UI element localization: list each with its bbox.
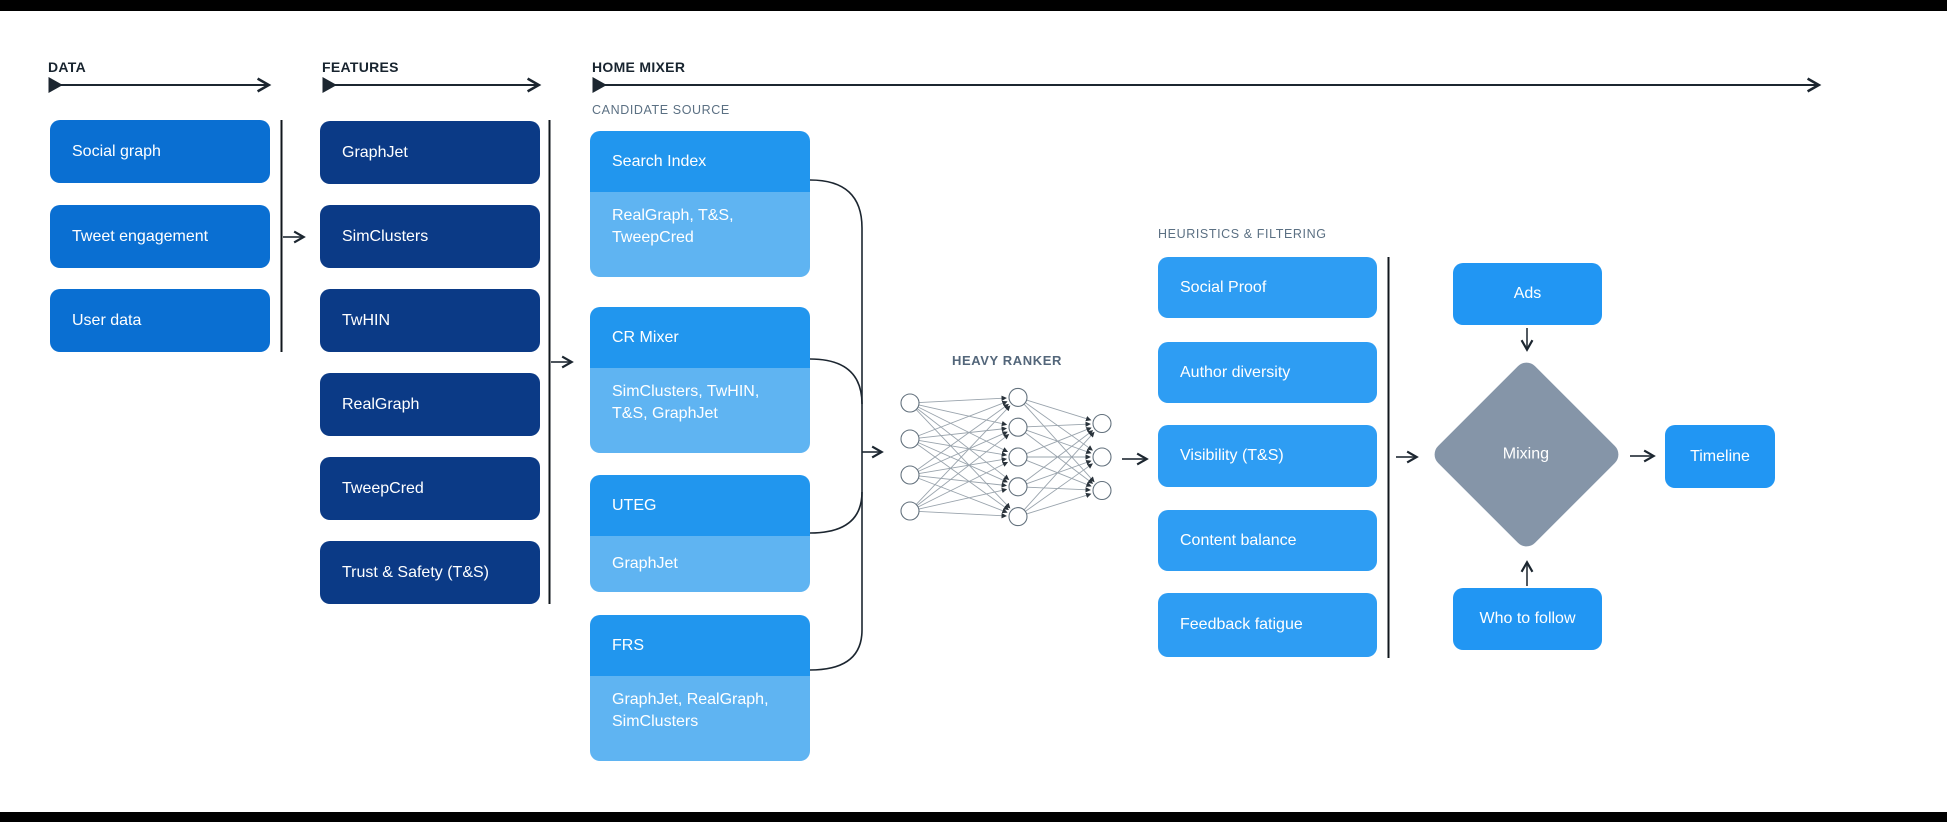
candidate-label: UTEG bbox=[590, 475, 810, 536]
node-graphjet: GraphJet bbox=[320, 121, 540, 184]
node-tweet-engagement: Tweet engagement bbox=[50, 205, 270, 268]
node-social-proof: Social Proof bbox=[1158, 257, 1377, 318]
node-tweepcred: TweepCred bbox=[320, 457, 540, 520]
node-search-index: Search Index RealGraph, T&S, TweepCred bbox=[590, 131, 810, 277]
section-title-home-mixer: HOME MIXER bbox=[592, 59, 686, 75]
node-who-to-follow: Who to follow bbox=[1453, 588, 1602, 650]
node-cr-mixer: CR Mixer SimClusters, TwHIN, T&S, GraphJ… bbox=[590, 307, 810, 453]
node-social-graph: Social graph bbox=[50, 120, 270, 183]
heavy-ranker-network bbox=[900, 387, 1112, 527]
section-title-data: DATA bbox=[48, 59, 87, 75]
candidate-sources: SimClusters, TwHIN, T&S, GraphJet bbox=[590, 368, 810, 453]
node-user-data: User data bbox=[50, 289, 270, 352]
node-frs: FRS GraphJet, RealGraph, SimClusters bbox=[590, 615, 810, 761]
node-realgraph: RealGraph bbox=[320, 373, 540, 436]
candidate-label: FRS bbox=[590, 615, 810, 676]
node-mixing: Mixing bbox=[1429, 357, 1624, 552]
mixing-label: Mixing bbox=[1503, 445, 1550, 463]
node-simclusters: SimClusters bbox=[320, 205, 540, 268]
candidate-sources: RealGraph, T&S, TweepCred bbox=[590, 192, 810, 277]
bottom-black-bar bbox=[0, 812, 1947, 822]
label-candidate-source: CANDIDATE SOURCE bbox=[592, 103, 730, 117]
node-twhin: TwHIN bbox=[320, 289, 540, 352]
candidate-sources: GraphJet bbox=[590, 536, 810, 592]
candidate-sources: GraphJet, RealGraph, SimClusters bbox=[590, 676, 810, 761]
top-black-bar bbox=[0, 0, 1947, 11]
candidate-label: CR Mixer bbox=[590, 307, 810, 368]
node-author-diversity: Author diversity bbox=[1158, 342, 1377, 403]
node-visibility: Visibility (T&S) bbox=[1158, 425, 1377, 487]
node-content-balance: Content balance bbox=[1158, 510, 1377, 571]
label-heuristics-filtering: HEURISTICS & FILTERING bbox=[1158, 227, 1327, 241]
section-title-features: FEATURES bbox=[322, 59, 399, 75]
node-trust-safety: Trust & Safety (T&S) bbox=[320, 541, 540, 604]
node-feedback-fatigue: Feedback fatigue bbox=[1158, 593, 1377, 657]
node-timeline: Timeline bbox=[1665, 425, 1775, 488]
candidate-collector bbox=[809, 179, 863, 671]
candidate-label: Search Index bbox=[590, 131, 810, 192]
node-ads: Ads bbox=[1453, 263, 1602, 325]
node-uteg: UTEG GraphJet bbox=[590, 475, 810, 592]
label-heavy-ranker: HEAVY RANKER bbox=[951, 353, 1062, 368]
